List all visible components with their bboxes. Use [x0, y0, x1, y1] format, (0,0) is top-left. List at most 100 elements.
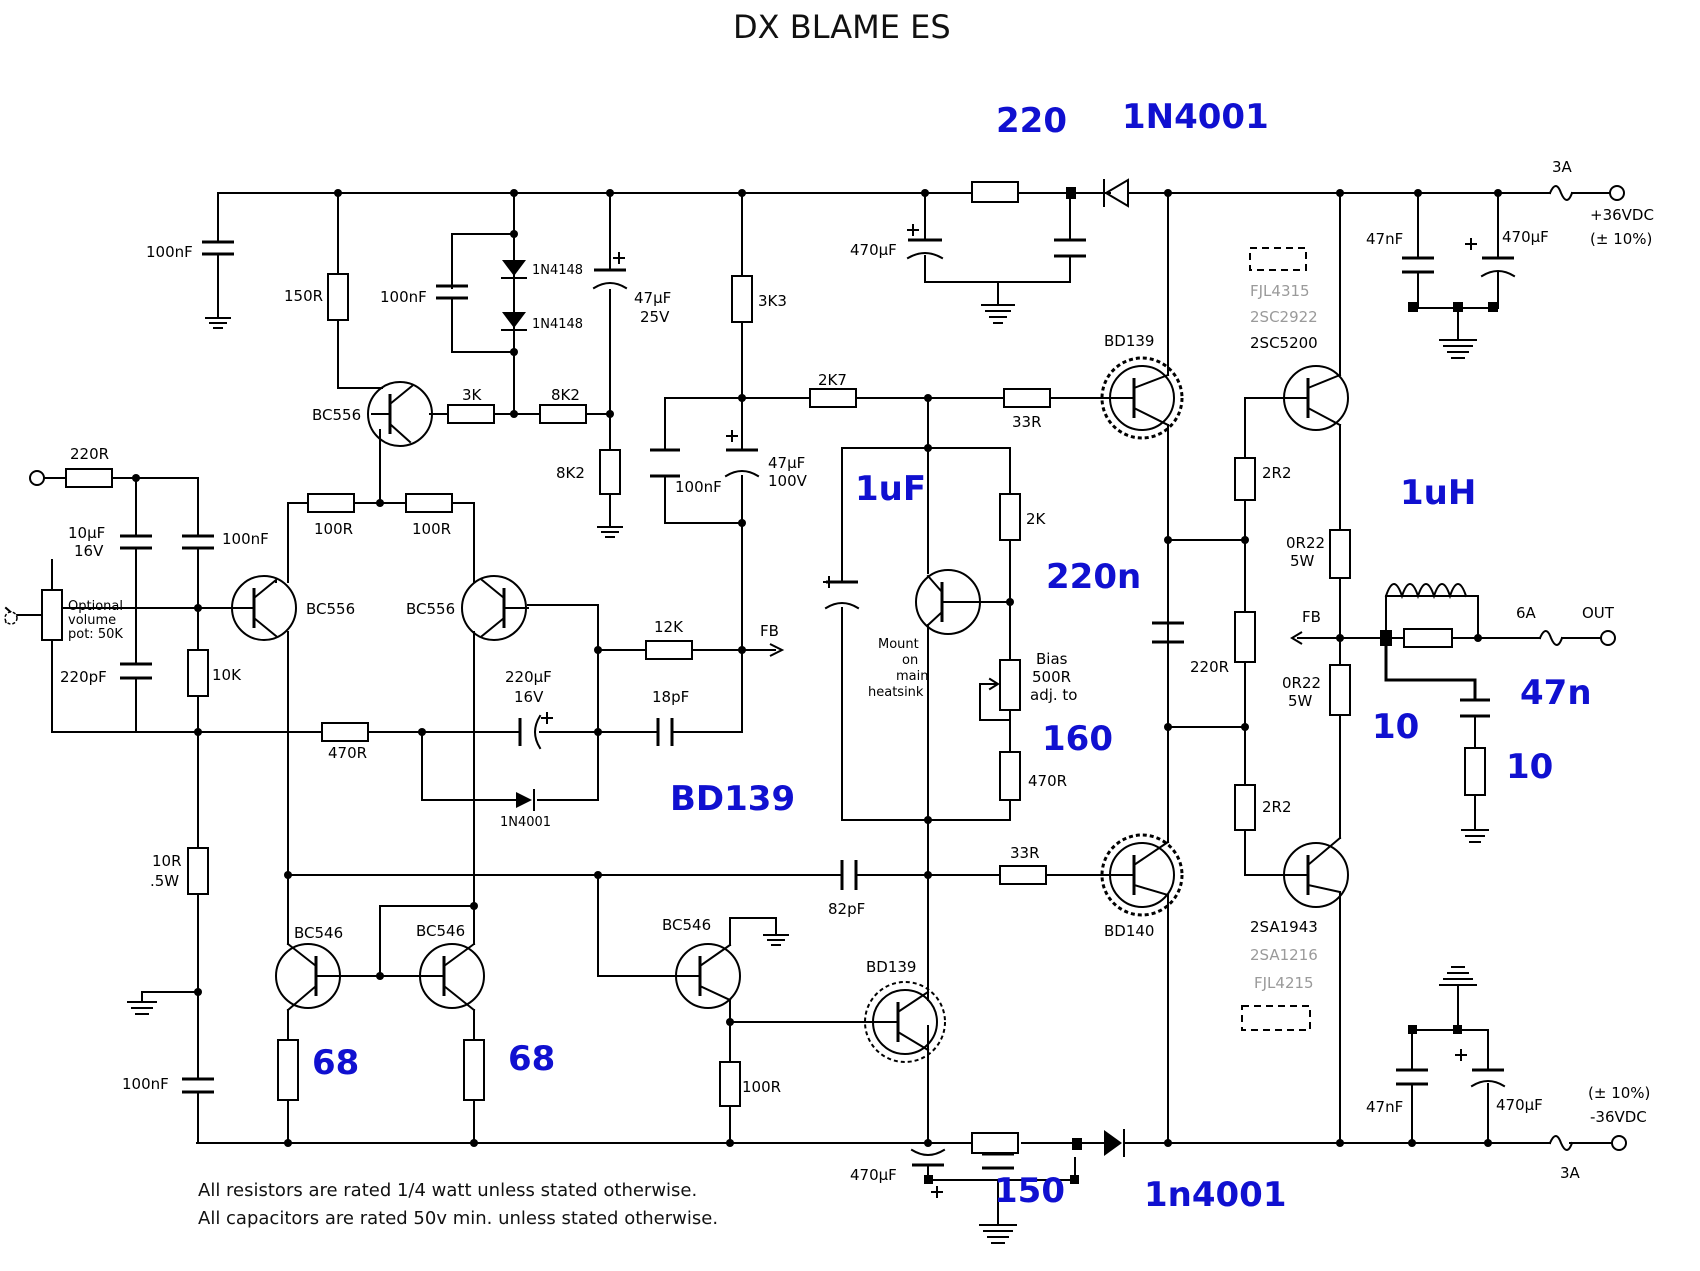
label-bias-1: Bias	[1036, 650, 1068, 668]
diodes	[501, 178, 1129, 1157]
label-q-bc546-b: BC546	[416, 922, 465, 940]
note-resistors: All resistors are rated 1/4 watt unless …	[198, 1180, 697, 1201]
label-r-8k2-a: 8K2	[551, 386, 580, 404]
label-vpos-tol: (± 10%)	[1590, 230, 1652, 248]
label-r-0r22-b: 0R22	[1282, 674, 1321, 692]
label-c-220uf-v: 16V	[514, 688, 544, 706]
label-vneg-tol: (± 10%)	[1588, 1084, 1650, 1102]
label-pot-2: volume	[68, 613, 116, 628]
passives-misc	[4, 185, 1627, 1151]
label-c-47uf-b-v: 100V	[768, 472, 808, 490]
label-r-3k: 3K	[462, 386, 483, 404]
label-fuse-bot: 3A	[1560, 1164, 1581, 1182]
label-c-100nf-gnd: 100nF	[122, 1075, 169, 1093]
label-mount-1: Mount	[878, 637, 919, 652]
label-q-alt-3: 2SA1216	[1250, 946, 1318, 964]
annotation-10a: 10	[1372, 707, 1419, 747]
label-r-2r2-b: 2R2	[1262, 798, 1292, 816]
label-fb-1: FB	[760, 622, 779, 640]
label-mount-3: main	[896, 669, 928, 684]
label-q-pnp: 2SA1943	[1250, 918, 1318, 936]
label-r-33r-top: 33R	[1012, 413, 1042, 431]
label-c-100nf-d: 100nF	[380, 288, 427, 306]
label-mount-4: heatsink	[868, 685, 924, 700]
label-r-2k: 2K	[1026, 510, 1047, 528]
label-bias-3: adj. to	[1030, 686, 1077, 704]
label-c-220pf: 220pF	[60, 668, 107, 686]
label-q-alt-1: FJL4315	[1250, 282, 1310, 300]
label-r-12k: 12K	[654, 618, 684, 636]
label-fuse-top: 3A	[1552, 158, 1573, 176]
label-r-150r: 150R	[284, 287, 323, 305]
label-c-470uf-rb: 470µF	[1496, 1096, 1543, 1114]
capacitors	[120, 224, 1516, 1198]
resistors	[4, 181, 1486, 1154]
component-labels: 100nF 150R 100nF 1N4148 1N4148 47µF 25V …	[60, 158, 1654, 1184]
label-pot-1: Optional	[68, 599, 123, 614]
label-out: OUT	[1582, 604, 1615, 622]
label-r-10r: 10R	[152, 852, 182, 870]
label-r-2r2-a: 2R2	[1262, 464, 1292, 482]
label-c-100nf-fb: 100nF	[675, 478, 722, 496]
annotation-220n: 220n	[1046, 557, 1141, 597]
label-q-bd139-a: BD139	[1104, 332, 1154, 350]
annotation-47n: 47n	[1520, 673, 1592, 713]
label-c-in-100nf: 100nF	[146, 243, 193, 261]
note-capacitors: All capacitors are rated 50v min. unless…	[198, 1208, 718, 1229]
label-r-3k3: 3K3	[758, 292, 787, 310]
annotation-1uh: 1uH	[1400, 473, 1476, 513]
annotation-10b: 10	[1506, 747, 1553, 787]
label-q-npn: 2SC5200	[1250, 334, 1318, 352]
schematic-title: DX BLAME ES	[733, 8, 951, 46]
label-r-470r: 470R	[328, 744, 367, 762]
label-mount-2: on	[902, 653, 918, 668]
label-c-47nf-bot: 47nF	[1366, 1098, 1403, 1116]
annotation-1n4001-top: 1N4001	[1122, 97, 1269, 137]
label-c-470uf-rt: 470µF	[1502, 228, 1549, 246]
label-fb-2: FB	[1302, 608, 1321, 626]
label-bias-2: 500R	[1032, 668, 1071, 686]
annotation-68a: 68	[312, 1043, 359, 1083]
label-fuse-out: 6A	[1516, 604, 1537, 622]
label-c-100nf-in2: 100nF	[222, 530, 269, 548]
label-r-2k7: 2K7	[818, 371, 847, 389]
label-q-bd140: BD140	[1104, 922, 1154, 940]
label-vpos: +36VDC	[1590, 206, 1654, 224]
annotation-220: 220	[996, 101, 1067, 141]
transistors	[231, 356, 1349, 1063]
label-r-0r22-a-w: 5W	[1290, 552, 1315, 570]
label-r-10k: 10K	[212, 666, 242, 684]
label-q-alt-2: 2SC2922	[1250, 308, 1318, 326]
label-r-8k2-b: 8K2	[556, 464, 585, 482]
label-q-alt-4: FJL4215	[1254, 974, 1314, 992]
label-pot-3: pot: 50K	[68, 627, 123, 642]
grounds	[127, 304, 1489, 1244]
label-c-47uf-a-v: 25V	[640, 308, 670, 326]
annotation-1n4001-bot: 1n4001	[1144, 1175, 1287, 1215]
label-d-1n4148-b: 1N4148	[532, 317, 583, 332]
label-r-470r-b: 470R	[1028, 772, 1067, 790]
label-q-bc546-c: BC546	[662, 916, 711, 934]
label-c-18pf: 18pF	[652, 688, 689, 706]
label-q-bc556-b: BC556	[306, 600, 355, 618]
label-r-0r22-b-w: 5W	[1288, 692, 1313, 710]
value-annotations: 220 1N4001 1uF 220n 1uH 160 47n 10 10 BD…	[312, 97, 1592, 1215]
label-c-220uf: 220µF	[505, 668, 552, 686]
label-c-47uf-b: 47µF	[768, 454, 805, 472]
annotation-150: 150	[994, 1171, 1065, 1211]
label-d-1n4148-a: 1N4148	[532, 263, 583, 278]
label-c-470uf-top: 470µF	[850, 241, 897, 259]
annotation-1uf: 1uF	[855, 469, 926, 509]
label-d-1n4001-fb: 1N4001	[500, 815, 551, 830]
label-r-100r-c: 100R	[742, 1078, 781, 1096]
label-r-220r-in: 220R	[70, 445, 109, 463]
label-r-33r-bot: 33R	[1010, 844, 1040, 862]
label-r-100r-a: 100R	[314, 520, 353, 538]
label-c-10uf: 10µF	[68, 524, 105, 542]
label-c-47nf-top: 47nF	[1366, 230, 1403, 248]
label-q-bc546-a: BC546	[294, 924, 343, 942]
label-c-82pf: 82pF	[828, 900, 865, 918]
label-c-47uf-a: 47µF	[634, 289, 671, 307]
label-vneg: -36VDC	[1590, 1108, 1647, 1126]
